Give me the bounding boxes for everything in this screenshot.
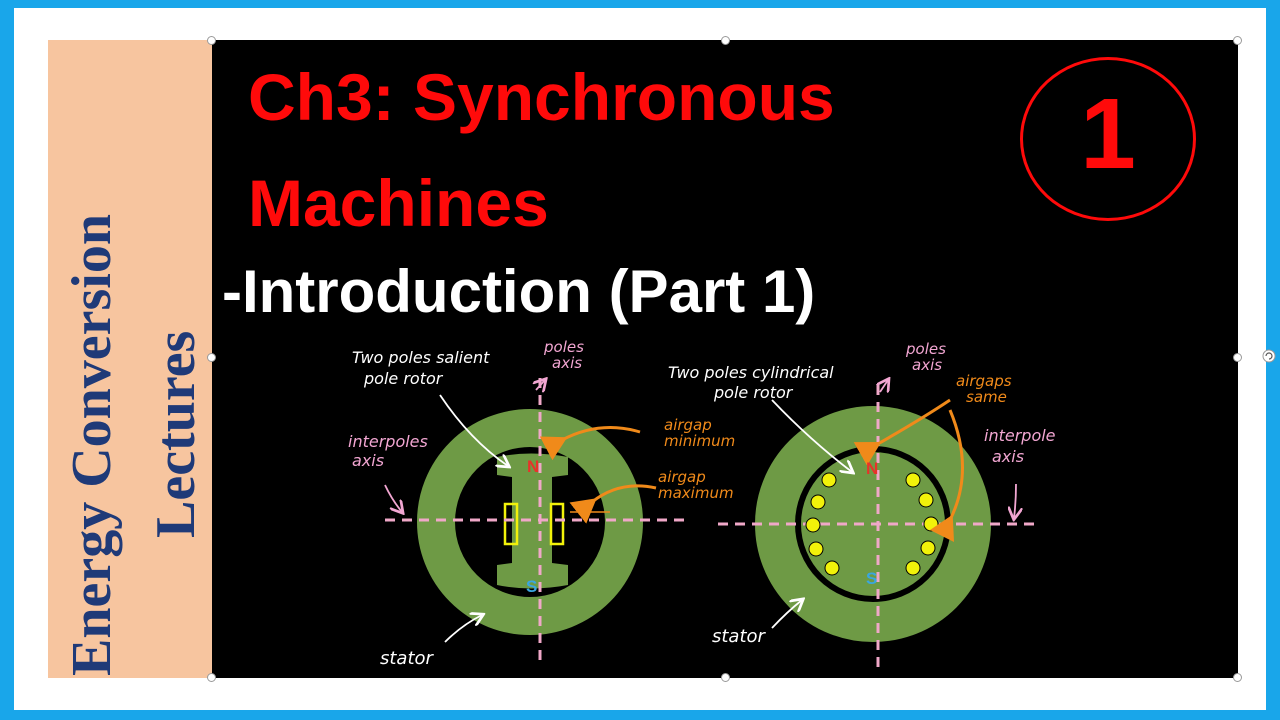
left-stator-ring — [417, 409, 643, 635]
salient-rotor — [497, 453, 568, 589]
rotate-handle-icon[interactable] — [1262, 349, 1276, 363]
resize-handle-bottom[interactable] — [721, 673, 730, 682]
left-poles-axis-label-1: poles — [543, 338, 584, 356]
right-poles-axis-label-2: axis — [912, 356, 942, 374]
airgaps-label-2: same — [966, 388, 1007, 406]
resize-handle-bottom-left[interactable] — [207, 673, 216, 682]
right-south-pole: S — [866, 569, 877, 588]
resize-handle-top[interactable] — [721, 36, 730, 45]
left-coil-west — [503, 502, 519, 546]
side-title-panel[interactable] — [48, 40, 212, 678]
airgap-min-label-2: minimum — [664, 432, 735, 450]
resize-handle-bottom-right[interactable] — [1233, 673, 1242, 682]
left-rotor-label-1: Two poles salient — [352, 348, 490, 367]
airgap-min-label-1: airgap — [664, 416, 712, 434]
left-interpoles-label-2: axis — [352, 451, 384, 470]
resize-handle-right[interactable] — [1233, 353, 1242, 362]
airgap-min-arrow — [539, 426, 641, 461]
airgaps-arrow-2 — [929, 409, 964, 543]
resize-handle-top-left[interactable] — [207, 36, 216, 45]
airgaps-label-1: airgaps — [956, 372, 1012, 390]
right-interpole-label-1: interpole — [984, 426, 1056, 445]
airgap-max-label-2: maximum — [658, 484, 734, 502]
airgap-max-label-1: airgap — [658, 468, 706, 486]
rotor-slot-conductors — [805, 472, 939, 576]
right-rotor-label-2: pole rotor — [713, 383, 794, 402]
left-stator-label: stator — [380, 648, 435, 669]
right-poles-axis-label-1: poles — [905, 340, 946, 358]
slide-title-line2: Machines — [248, 166, 549, 240]
cylindrical-pole-machine: Two poles cylindrical pole rotor poles a… — [668, 340, 1056, 668]
left-south-pole: S — [526, 577, 537, 596]
slide-subtitle: -Introduction (Part 1) — [222, 258, 816, 325]
slide-title-line1: Ch3: Synchronous — [248, 60, 835, 134]
right-north-pole: N — [866, 459, 878, 478]
left-stator-pointer — [444, 615, 482, 643]
right-interpole-label-2: axis — [992, 447, 1024, 466]
right-stator-label: stator — [712, 626, 767, 647]
left-rotor-label-2: pole rotor — [363, 369, 444, 388]
airgaps-arrow-1 — [853, 398, 951, 466]
airgap-max-arrow — [569, 484, 657, 524]
right-rotor-label-1: Two poles cylindrical — [668, 363, 834, 382]
resize-handle-top-right[interactable] — [1233, 36, 1242, 45]
salient-pole-machine: Two poles salient pole rotor poles axis … — [348, 338, 735, 669]
left-interpoles-label-1: interpoles — [348, 432, 428, 451]
resize-handle-left[interactable] — [207, 353, 216, 362]
right-stator-pointer — [771, 600, 802, 629]
lecture-number-badge — [1020, 57, 1196, 221]
left-north-pole: N — [527, 457, 539, 476]
left-poles-axis-label-2: axis — [552, 354, 582, 372]
lecture-number: 1 — [1080, 78, 1136, 190]
left-rotor-pointer — [439, 394, 508, 466]
left-coil-east — [549, 502, 565, 546]
right-rotor-pointer — [771, 399, 852, 472]
